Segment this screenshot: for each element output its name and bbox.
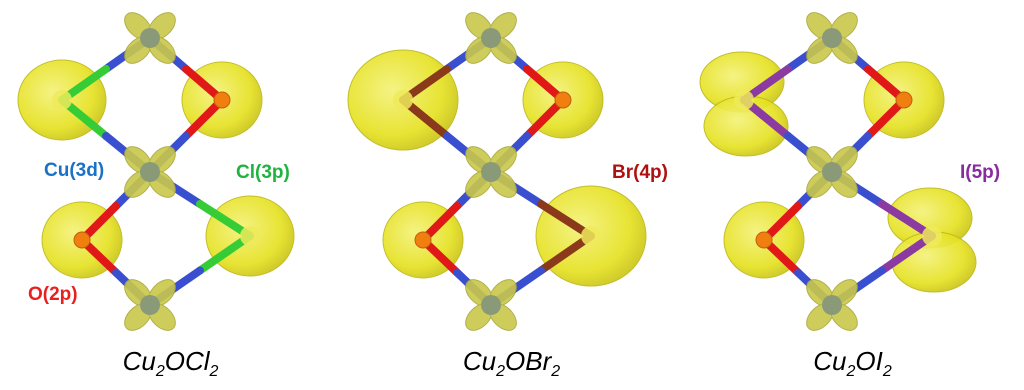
- panel-cu2ocl2-structure: [17, 12, 295, 331]
- oxygen-atom: [895, 91, 913, 109]
- label-cu-3d: Cu(3d): [44, 160, 105, 181]
- cu-atom: [481, 295, 501, 315]
- label-o-2p: O(2p): [28, 284, 78, 305]
- label-i-5p: I(5p): [960, 162, 1001, 183]
- panel-cu2oi2-structure: [699, 12, 977, 331]
- caption-cu2oi2: Cu2OI2: [813, 346, 892, 380]
- bond-halogen-cu: [878, 232, 936, 275]
- oxygen-atom: [414, 231, 432, 249]
- caption-cu2ocl2: Cu2OCl2: [122, 346, 219, 380]
- cu-atom: [140, 295, 160, 315]
- caption-cu2obr2: Cu2OBr2: [462, 346, 561, 380]
- bond-halogen-cu: [537, 232, 595, 275]
- halogen-atom: [922, 226, 942, 246]
- halogen-atom: [240, 226, 260, 246]
- cu-atom: [140, 28, 160, 48]
- label-cl-3p: Cl(3p): [236, 162, 290, 183]
- cu-atom: [822, 162, 842, 182]
- bond-halogen-cu: [196, 232, 254, 275]
- panel-cu2obr2-structure: [347, 12, 647, 331]
- oxygen-atom: [213, 91, 231, 109]
- oxygen-atom: [554, 91, 572, 109]
- cu-atom: [481, 28, 501, 48]
- cu-atom: [822, 28, 842, 48]
- oxygen-atom: [755, 231, 773, 249]
- cu-atom: [822, 295, 842, 315]
- cu-d-orbital: [806, 146, 858, 198]
- halogen-atom: [52, 90, 72, 110]
- cu-atom: [140, 162, 160, 182]
- cu-atom: [481, 162, 501, 182]
- halogen-atom: [734, 90, 754, 110]
- halogen-atom: [393, 90, 413, 110]
- halogen-atom: [581, 226, 601, 246]
- oxygen-atom: [73, 231, 91, 249]
- label-br-4p: Br(4p): [612, 162, 668, 183]
